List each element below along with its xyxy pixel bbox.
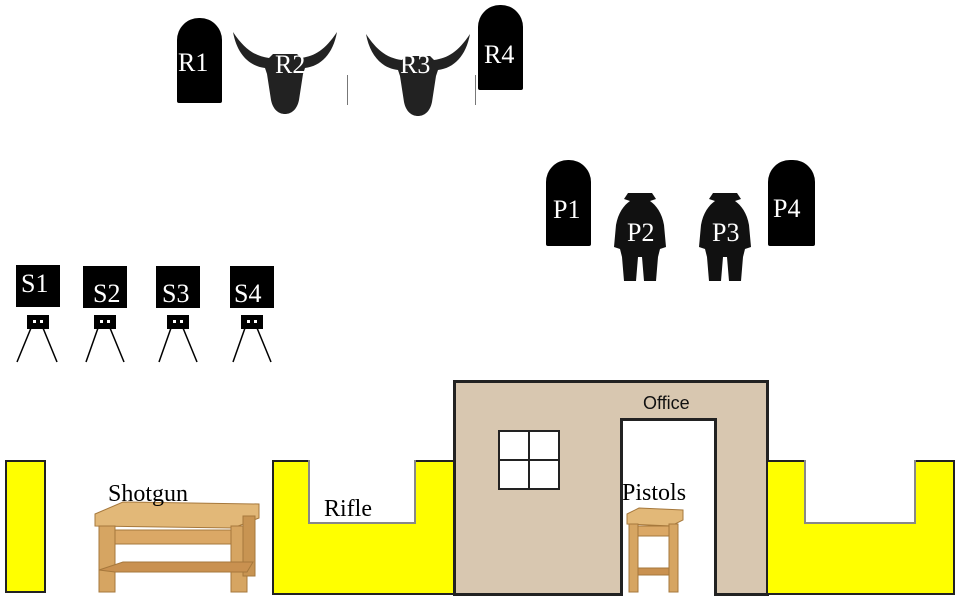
shotgun-target-s3-label: S3 — [162, 279, 190, 308]
steer-target-r2-icon — [233, 32, 337, 114]
pistol-target-p1-label: P1 — [553, 195, 581, 224]
shotgun-station-label: Shotgun — [108, 481, 189, 507]
left-barricade — [5, 460, 46, 593]
pistol-target-p4 — [768, 160, 815, 246]
rifle-target-r1-label: R1 — [178, 48, 209, 77]
pistols-station-label: Pistols — [622, 480, 687, 506]
pistols-table-icon — [626, 507, 684, 593]
right-window — [804, 460, 916, 524]
pistol-target-p4-label: P4 — [773, 194, 801, 223]
rifle-target-r2-label: R2 — [275, 50, 306, 79]
post-divider — [475, 75, 476, 105]
pistol-target-p2-label: P2 — [627, 218, 655, 247]
office-window — [498, 430, 560, 490]
bandit-target-p2-icon — [614, 193, 666, 281]
rifle-window — [308, 460, 416, 524]
bandit-target-p3-icon — [699, 193, 751, 281]
rifle-target-r4-label: R4 — [484, 40, 515, 69]
shotgun-table-icon — [94, 501, 260, 593]
steer-target-r3-icon — [366, 34, 470, 116]
office-label: Office — [643, 393, 690, 413]
rifle-target-r1 — [177, 18, 222, 103]
post-divider — [347, 75, 348, 105]
shotgun-target-s2-label: S2 — [93, 279, 121, 308]
pistol-target-p3-label: P3 — [712, 218, 740, 247]
rifle-station-label: Rifle — [324, 496, 372, 522]
shotgun-target-s4-label: S4 — [234, 279, 262, 308]
pistol-target-p1 — [546, 160, 591, 246]
rifle-target-r4 — [478, 5, 523, 90]
shotgun-target-s1-label: S1 — [21, 269, 49, 298]
rifle-target-r3-label: R3 — [400, 50, 431, 79]
